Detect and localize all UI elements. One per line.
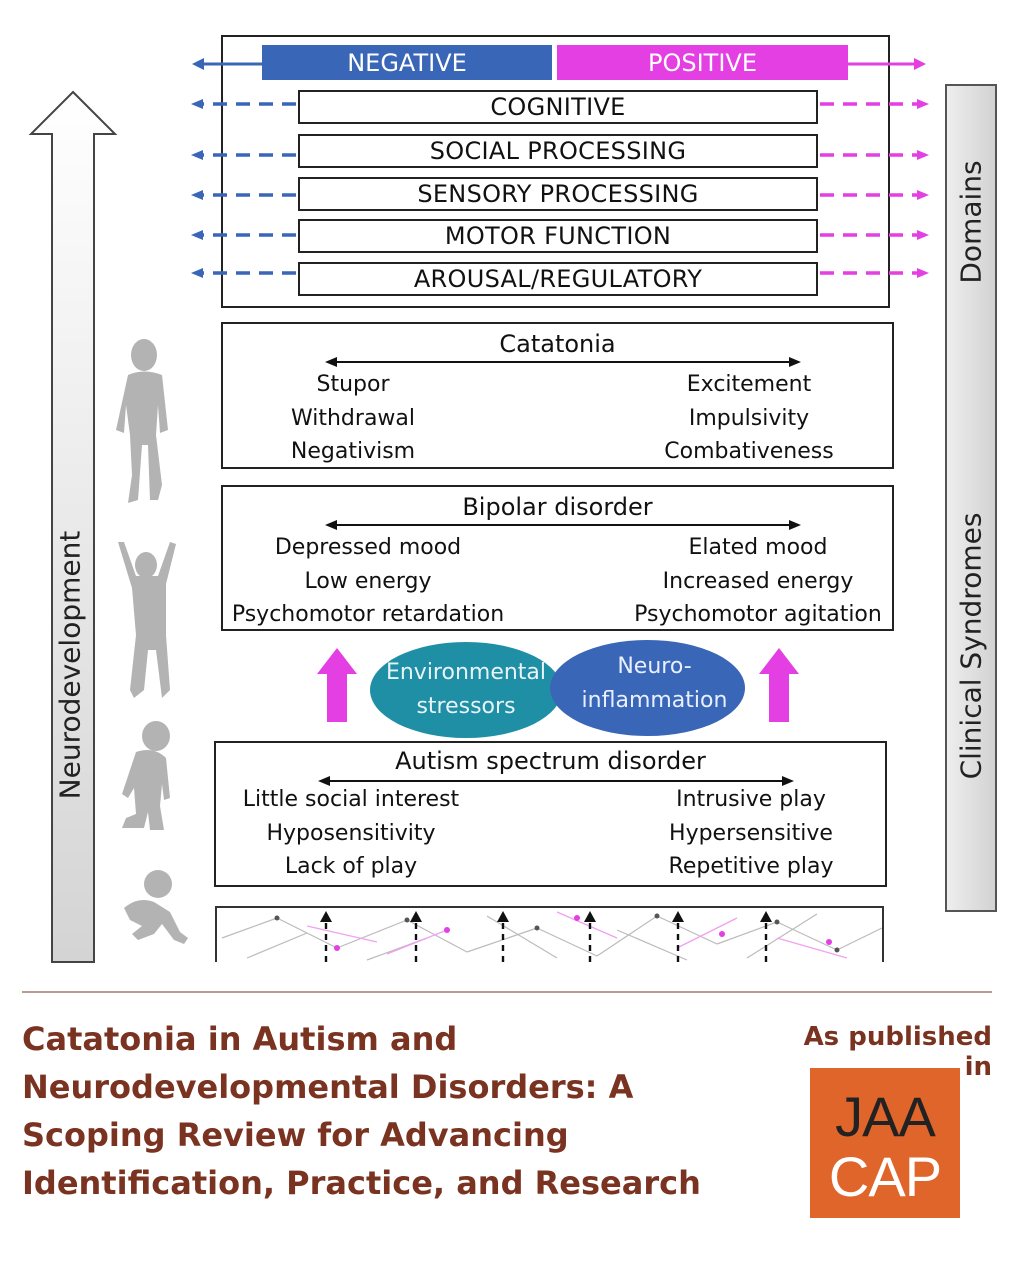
neurodevelopment-arrow bbox=[28, 90, 118, 963]
catatonia-positive-symptoms: Excitement Impulsivity Combativeness bbox=[641, 368, 857, 469]
neuroinflammation-oval bbox=[550, 640, 745, 736]
baby-crawling-silhouette bbox=[124, 870, 188, 944]
domain-motor-function: MOTOR FUNCTION bbox=[298, 219, 818, 253]
list-item: Excitement bbox=[686, 372, 812, 397]
neuron-network-graphic bbox=[221, 911, 882, 962]
list-item: Stupor bbox=[316, 372, 390, 397]
negative-label: NEGATIVE bbox=[347, 49, 467, 77]
bipolar-box: Bipolar disorder Depressed mood Low ener… bbox=[221, 485, 894, 631]
logo-line-1: JAA bbox=[835, 1085, 936, 1148]
jaacap-logo: JAA CAP bbox=[810, 1068, 960, 1218]
list-item: Withdrawal bbox=[290, 405, 416, 431]
list-item: Hypersensitive bbox=[669, 820, 833, 846]
list-item: Low energy bbox=[304, 568, 432, 594]
list-item: Depressed mood bbox=[274, 535, 462, 560]
autism-spectrum-arrow bbox=[318, 776, 794, 786]
catatonia-negative-symptoms: Stupor Withdrawal Negativism bbox=[253, 368, 453, 469]
bipolar-title: Bipolar disorder bbox=[462, 493, 653, 521]
list-item: Impulsivity bbox=[688, 405, 810, 431]
autism-positive-symptoms: Intrusive play Hypersensitive Repetitive… bbox=[646, 783, 856, 884]
list-item: Elated mood bbox=[688, 535, 828, 560]
logo-line-2: CAP bbox=[828, 1145, 942, 1208]
catatonia-box: Catatonia Stupor Withdrawal Negativism E… bbox=[221, 322, 894, 469]
list-item: Intrusive play bbox=[676, 787, 826, 812]
domain-cognitive: COGNITIVE bbox=[298, 90, 818, 124]
autism-title: Autism spectrum disorder bbox=[395, 747, 706, 775]
list-item: Little social interest bbox=[242, 787, 460, 812]
child-jumping-silhouette bbox=[118, 542, 176, 698]
positive-label: POSITIVE bbox=[648, 49, 757, 77]
clinical-syndromes-bar bbox=[945, 84, 997, 912]
list-item: Hyposensitivity bbox=[266, 820, 436, 846]
list-item: Psychomotor retardation bbox=[231, 602, 505, 627]
autism-negative-symptoms: Little social interest Hyposensitivity L… bbox=[226, 783, 476, 884]
negative-header: NEGATIVE bbox=[262, 45, 552, 80]
article-title: Catatonia in Autism and Neurodevelopment… bbox=[22, 1020, 701, 1202]
domain-arousal-regulatory: AROUSAL/REGULATORY bbox=[298, 262, 818, 296]
list-item: Lack of play bbox=[284, 854, 418, 879]
environmental-stressors-oval bbox=[370, 642, 562, 738]
list-item: Negativism bbox=[290, 439, 416, 464]
neural-network-strip bbox=[215, 906, 884, 962]
bipolar-negative-symptoms: Depressed mood Low energy Psychomotor re… bbox=[223, 531, 513, 632]
catatonia-title: Catatonia bbox=[499, 330, 616, 358]
neuroinflammation-label: Neuro- inflammation bbox=[581, 654, 728, 713]
domain-social-processing: SOCIAL PROCESSING bbox=[298, 134, 818, 168]
domain-arrows bbox=[191, 58, 929, 278]
footer-divider bbox=[22, 991, 992, 993]
adolescent-silhouette bbox=[116, 339, 168, 503]
list-item: Combativeness bbox=[664, 439, 834, 464]
domain-sensory-processing: SENSORY PROCESSING bbox=[298, 177, 818, 211]
bipolar-spectrum-arrow bbox=[325, 520, 801, 530]
autism-box: Autism spectrum disorder Little social i… bbox=[214, 741, 887, 887]
magenta-up-arrows bbox=[317, 648, 799, 722]
catatonia-spectrum-arrow bbox=[325, 357, 801, 367]
toddler-silhouette bbox=[122, 721, 170, 830]
environmental-stressors-label: Environmental stressors bbox=[385, 660, 547, 719]
list-item: Repetitive play bbox=[668, 854, 834, 879]
published-in-label: As published in bbox=[803, 1022, 992, 1082]
list-item: Psychomotor agitation bbox=[634, 602, 882, 627]
positive-header: POSITIVE bbox=[557, 45, 848, 80]
bipolar-positive-symptoms: Elated mood Increased energy Psychomotor… bbox=[623, 531, 893, 632]
list-item: Increased energy bbox=[662, 568, 854, 594]
